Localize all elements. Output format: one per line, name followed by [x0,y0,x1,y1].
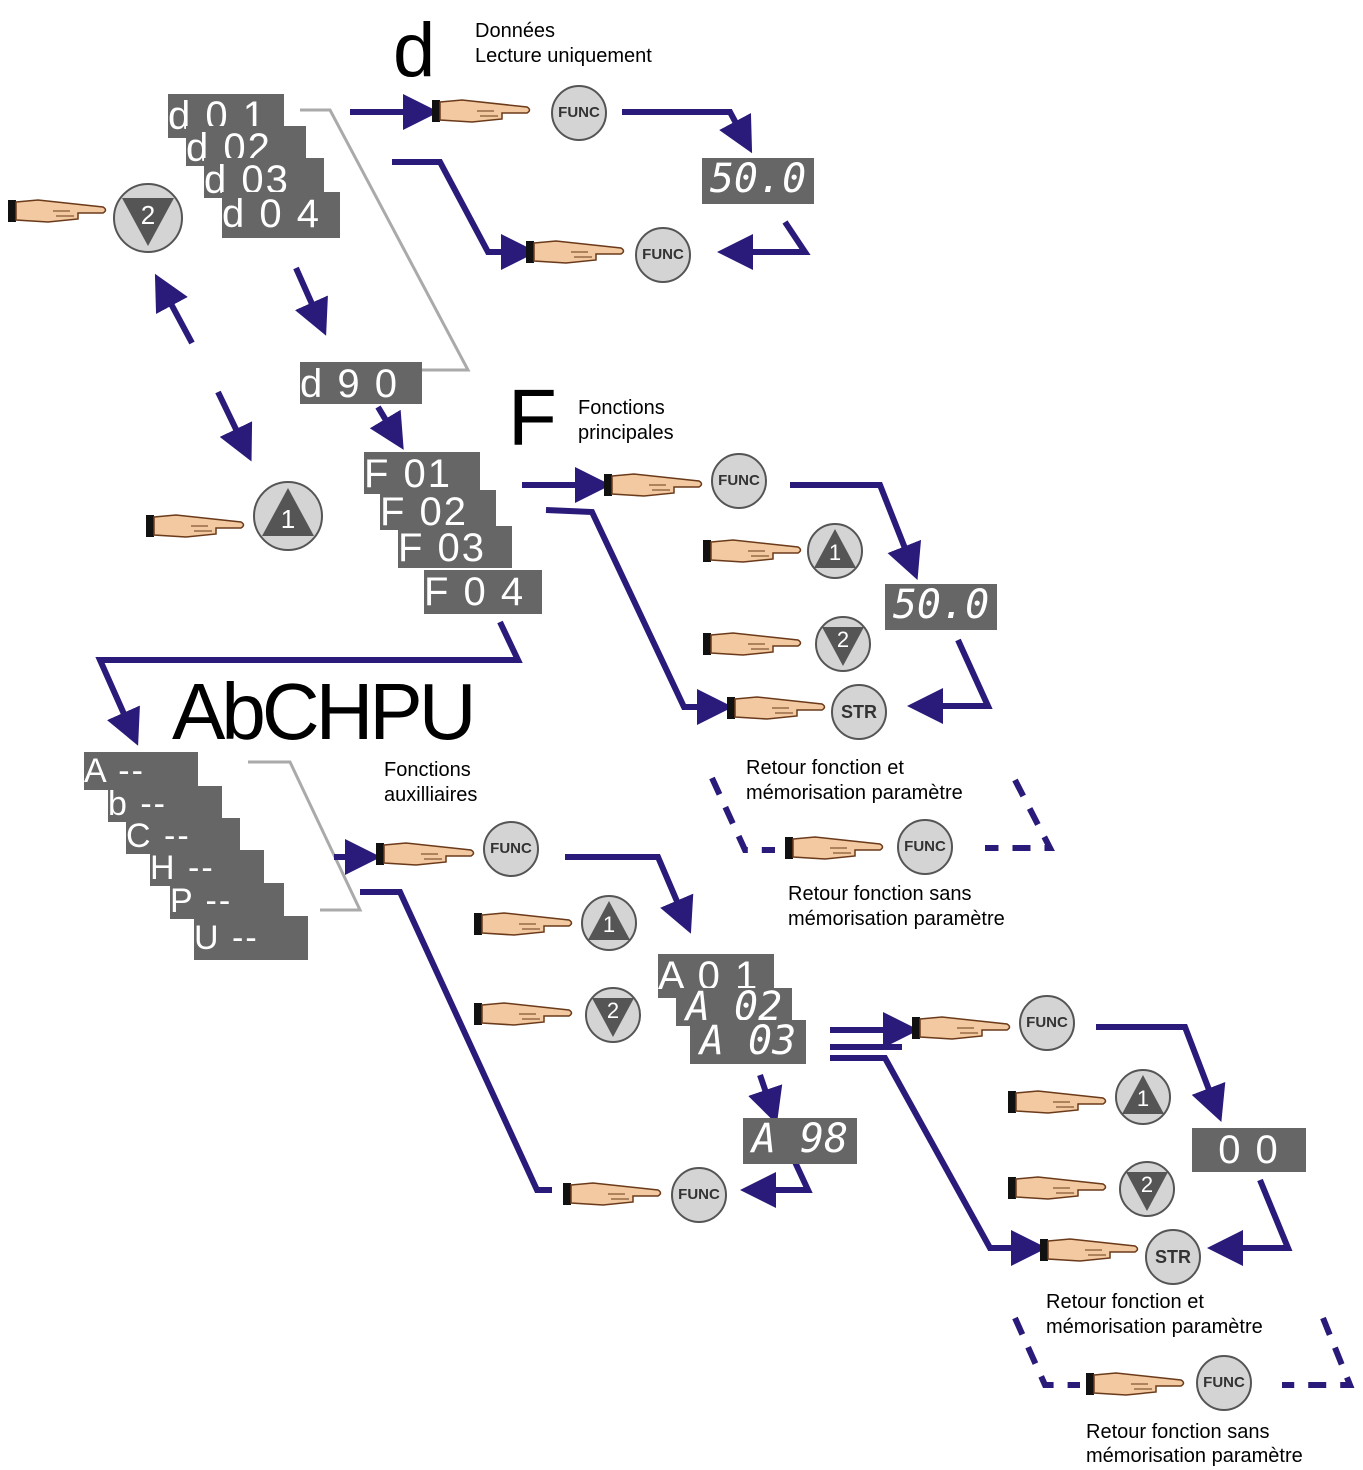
pointing-hand-icon [703,537,803,565]
down-button[interactable]: 2 [814,615,872,673]
up-button[interactable]: 1 [252,480,324,552]
pointing-hand-icon [146,512,246,540]
group-aux-caption-2: auxilliaires [384,784,478,806]
pointing-hand-icon [526,238,626,266]
func-button[interactable]: FUNC [670,1166,728,1224]
str-button[interactable]: STR [830,683,888,741]
str-button[interactable]: STR [1144,1228,1202,1286]
note-f-nostore-1: Retour fonction sans [788,883,972,905]
display-d03: d 03 [204,158,324,198]
func-button[interactable]: FUNC [482,820,540,878]
display-u: U -- [194,916,308,960]
note-a-nostore-1: Retour fonction sans [1086,1421,1270,1443]
display-d90: d 9 0 [300,362,422,404]
group-d-caption-1: Données [475,20,556,42]
pointing-hand-icon [1040,1236,1140,1264]
note-a-store-2: mémorisation paramètre [1046,1316,1263,1338]
pointing-hand-icon [474,1000,574,1028]
group-f-caption-1: Fonctions [578,397,665,419]
note-a-nostore-2: mémorisation paramètre [1086,1445,1303,1467]
note-f-nostore-2: mémorisation paramètre [788,908,1005,930]
pointing-hand-icon [785,834,885,862]
display-a02: A 02 [676,988,792,1026]
group-d-letter: d [393,8,436,93]
up-button[interactable]: 1 [806,522,864,580]
display-f04: F 0 4 [424,570,542,614]
down-button[interactable]: 2 [112,182,184,254]
pointing-hand-icon [727,694,827,722]
pointing-hand-icon [912,1014,1012,1042]
group-aux-letters: AbCHPU [172,667,477,756]
display-b: b -- [108,786,222,822]
group-f-caption-2: principales [578,422,674,444]
note-a-store-1: Retour fonction et [1046,1291,1204,1313]
group-d-caption-2: Lecture uniquement [475,45,652,67]
pointing-hand-icon [8,197,108,225]
display-a98: A 98 [743,1118,857,1164]
value-display-f: 50.0 [885,584,997,630]
up-button[interactable]: 1 [580,894,638,952]
display-c: C -- [126,818,240,854]
note-f-store-1: Retour fonction et [746,757,904,779]
pointing-hand-icon [563,1180,663,1208]
down-button[interactable]: 2 [584,986,642,1044]
pointing-hand-icon [1008,1088,1108,1116]
func-button[interactable]: FUNC [550,84,608,142]
func-button[interactable]: FUNC [1195,1354,1253,1412]
display-a: A -- [84,752,198,790]
display-a03: A 03 [690,1020,806,1064]
display-f01: F 01 [364,452,480,494]
pointing-hand-icon [1086,1370,1186,1398]
pointing-hand-icon [432,97,532,125]
display-f02: F 02 [380,490,496,530]
down-button[interactable]: 2 [1118,1160,1176,1218]
value-display-d: 50.0 [702,158,814,204]
pointing-hand-icon [376,840,476,868]
group-f-letter: F [508,373,557,462]
display-p: P -- [170,883,284,919]
pointing-hand-icon [474,910,574,938]
value-display-a: 0 0 [1192,1128,1306,1172]
note-f-store-2: mémorisation paramètre [746,782,963,804]
display-f03: F 03 [398,526,512,568]
up-button[interactable]: 1 [1114,1068,1172,1126]
func-button[interactable]: FUNC [1018,994,1076,1052]
display-d04: d 0 4 [222,192,340,238]
group-aux-caption-1: Fonctions [384,759,471,781]
pointing-hand-icon [1008,1174,1108,1202]
func-button[interactable]: FUNC [634,226,692,284]
display-h: H -- [150,850,264,886]
pointing-hand-icon [604,471,704,499]
pointing-hand-icon [703,630,803,658]
func-button[interactable]: FUNC [710,452,768,510]
func-button[interactable]: FUNC [896,818,954,876]
